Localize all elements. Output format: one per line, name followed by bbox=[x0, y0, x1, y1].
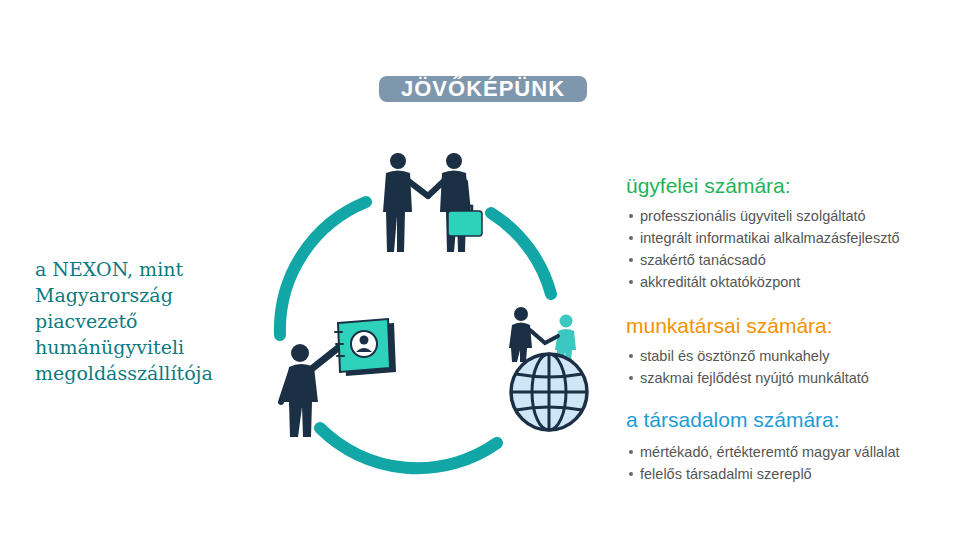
section-heading: munkatársai számára: bbox=[626, 313, 833, 339]
bullet-dot bbox=[629, 236, 633, 240]
presenter-figure bbox=[281, 344, 338, 437]
handshake-figures bbox=[383, 153, 469, 252]
section-heading: a társadalom számára: bbox=[626, 407, 840, 433]
address-book-icon bbox=[335, 319, 396, 376]
bullet-dot bbox=[629, 354, 633, 358]
bullet-item: akkreditált oktatóközpont bbox=[640, 273, 800, 291]
briefcase-icon bbox=[448, 206, 482, 236]
bullet-dot bbox=[629, 450, 633, 454]
cycle-ring bbox=[280, 202, 551, 468]
ring-arc bbox=[280, 202, 366, 335]
bullet-dot bbox=[629, 376, 633, 380]
bullet-item: professzionális ügyviteli szolgáltató bbox=[640, 207, 866, 225]
bullet-item: stabil és ösztönző munkahely bbox=[640, 347, 829, 365]
ring-arc bbox=[491, 213, 551, 294]
bullet-item: integrált informatikai alkalmazásfejlesz… bbox=[640, 229, 900, 247]
bullet-item: felelős társadalmi szereplő bbox=[640, 465, 812, 483]
bullet-item: mértékadó, értékteremtő magyar vállalat bbox=[640, 443, 900, 461]
bullet-dot bbox=[629, 258, 633, 262]
ring-arc bbox=[320, 428, 497, 468]
bullet-dot bbox=[629, 472, 633, 476]
globe-icon bbox=[511, 354, 587, 430]
page-title: JÖVŐKÉPÜNK bbox=[379, 76, 587, 102]
section-heading: ügyfelei számára: bbox=[626, 173, 791, 199]
bullet-dot bbox=[629, 280, 633, 284]
bullet-item: szakmai fejlődést nyújtó munkáltató bbox=[640, 369, 869, 387]
bullet-item: szakértő tanácsadó bbox=[640, 251, 766, 269]
bullet-dot bbox=[629, 214, 633, 218]
lead-statement: a NEXON, mint Magyarország piacvezető hu… bbox=[35, 256, 257, 386]
